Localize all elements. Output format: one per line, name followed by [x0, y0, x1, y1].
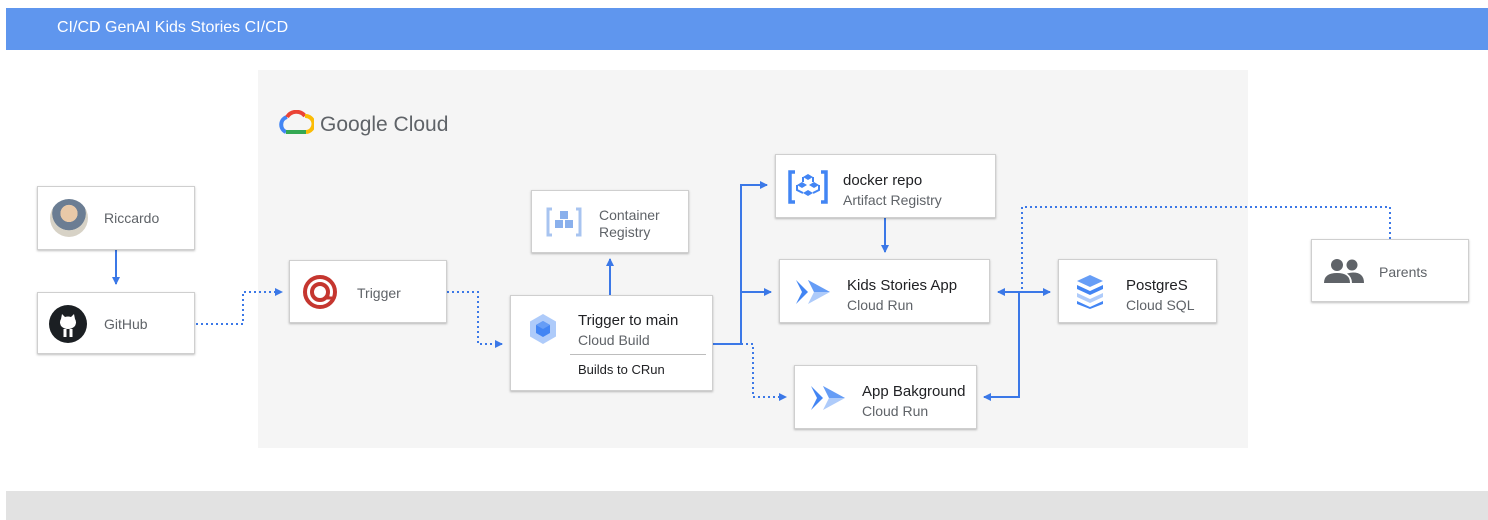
node-parents[interactable]: Parents [1311, 239, 1469, 302]
users-icon [1324, 259, 1364, 283]
node-github[interactable]: GitHub [37, 292, 195, 354]
node-riccardo-label: Riccardo [104, 210, 160, 226]
node-github-label: GitHub [104, 316, 148, 332]
node-parents-label: Parents [1379, 264, 1428, 280]
artifact-registry-icon [788, 170, 828, 204]
node-docker-repo-sub: Artifact Registry [843, 192, 942, 208]
google-cloud-logo-icon [279, 109, 316, 134]
node-cloud-build-divider [570, 354, 706, 355]
container-registry-icon [546, 207, 582, 237]
node-container-registry[interactable]: Container Registry [531, 190, 689, 253]
google-cloud-logo-text: Google Cloud [320, 113, 449, 136]
node-cloud-build[interactable]: Trigger to main Cloud Build Builds to CR… [510, 295, 713, 391]
node-postgres-label: PostgreS [1126, 277, 1188, 294]
node-postgres[interactable]: PostgreS Cloud SQL [1058, 259, 1217, 323]
edge-postgres-bg [983, 292, 1020, 401]
header-bar: CI/CD GenAI Kids Stories CI/CD [6, 8, 1488, 50]
node-app-background[interactable]: App Bakground Cloud Run [794, 365, 977, 429]
node-kids-stories-app-sub: Cloud Run [847, 297, 914, 313]
edge-build-bg [741, 343, 787, 401]
cloud-sql-icon [1077, 275, 1103, 309]
cloud-run-icon [796, 280, 830, 304]
node-kids-stories-app[interactable]: Kids Stories App Cloud Run [779, 259, 990, 323]
footer-bar [6, 491, 1488, 520]
node-docker-repo[interactable]: docker repo Artifact Registry [775, 154, 996, 218]
node-app-background-sub: Cloud Run [862, 403, 929, 419]
node-trigger-label: Trigger [357, 285, 401, 301]
edge-github-trigger [196, 288, 283, 325]
github-icon [49, 305, 87, 343]
user-avatar-icon [50, 199, 88, 237]
cloud-build-icon [530, 314, 556, 344]
node-cloud-build-note: Builds to CRun [578, 362, 665, 377]
node-container-registry-label: Container [599, 207, 660, 223]
edge-parents-kidsapp [1021, 206, 1391, 292]
node-trigger[interactable]: Trigger [289, 260, 447, 323]
trigger-icon [303, 275, 337, 309]
page-title: CI/CD GenAI Kids Stories CI/CD [57, 19, 289, 36]
node-container-registry-label2: Registry [599, 224, 651, 240]
node-kids-stories-app-label: Kids Stories App [847, 277, 958, 294]
node-cloud-build-label: Trigger to main [578, 312, 679, 329]
edge-trigger-build [447, 291, 503, 348]
cloud-run-icon [811, 386, 845, 410]
edge-build-docker [713, 181, 768, 345]
node-docker-repo-label: docker repo [843, 172, 923, 189]
node-postgres-sub: Cloud SQL [1126, 297, 1195, 313]
node-cloud-build-sub: Cloud Build [578, 332, 650, 348]
google-cloud-logo: Google Cloud [278, 109, 468, 140]
node-riccardo[interactable]: Riccardo [37, 186, 195, 250]
node-app-background-label: App Bakground [862, 383, 966, 400]
